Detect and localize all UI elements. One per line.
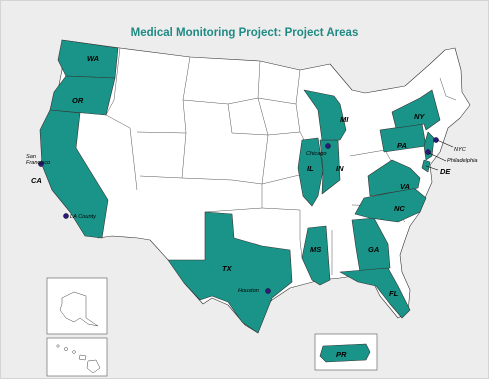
state-il[interactable] [297,137,324,207]
city-marker-la-county[interactable] [63,213,69,219]
state-mi[interactable] [303,89,347,141]
label-nc: NC [394,204,405,213]
map-title: Medical Monitoring Project: Project Area… [130,27,359,39]
state-tx[interactable] [167,211,293,334]
label-va: VA [400,182,410,191]
nyc-leader-line [436,139,454,148]
state-nc[interactable] [354,187,427,223]
label-san-francisco: San Francisco [26,154,50,166]
city-marker-houston[interactable] [265,288,271,294]
label-pa: PA [397,141,407,150]
label-fl: FL [389,289,399,298]
label-tx: TX [222,264,233,273]
label-mi: MI [340,115,349,124]
city-marker-chicago[interactable] [325,143,331,149]
hawaii-islands [56,344,101,374]
label-ms: MS [310,245,321,254]
label-san-francisco-line2: Francisco [26,160,50,166]
label-or: OR [72,96,84,105]
label-nyc: NYC [454,147,467,153]
hawaii-inset [46,337,108,377]
label-pr: PR [336,350,347,359]
label-wa: WA [87,54,99,63]
label-houston: Houston [238,288,259,294]
state-va[interactable] [367,159,421,197]
label-philadelphia: Philadelphia [447,158,477,164]
label-la-county: LA County [70,214,97,220]
label-ny: NY [414,112,425,121]
state-pr[interactable] [319,343,371,363]
alaska-shape [59,291,99,327]
state-ca[interactable] [39,109,109,239]
de-leader-line [425,165,439,171]
state-fl[interactable] [339,267,411,319]
philadelphia-leader-line [428,152,447,162]
state-ny[interactable] [391,89,441,131]
alaska-inset [46,277,108,335]
label-de: DE [440,167,451,176]
label-il: IL [307,164,314,173]
label-ca: CA [31,176,42,185]
label-ga: GA [368,245,379,254]
city-marker-san-francisco[interactable] [38,161,44,167]
label-san-francisco-line1: San [26,154,36,160]
label-in: IN [336,164,344,173]
state-ms[interactable] [301,225,331,286]
label-chicago: Chicago [306,151,327,157]
city-marker-nyc[interactable] [433,137,439,143]
city-marker-philadelphia[interactable] [425,149,431,155]
